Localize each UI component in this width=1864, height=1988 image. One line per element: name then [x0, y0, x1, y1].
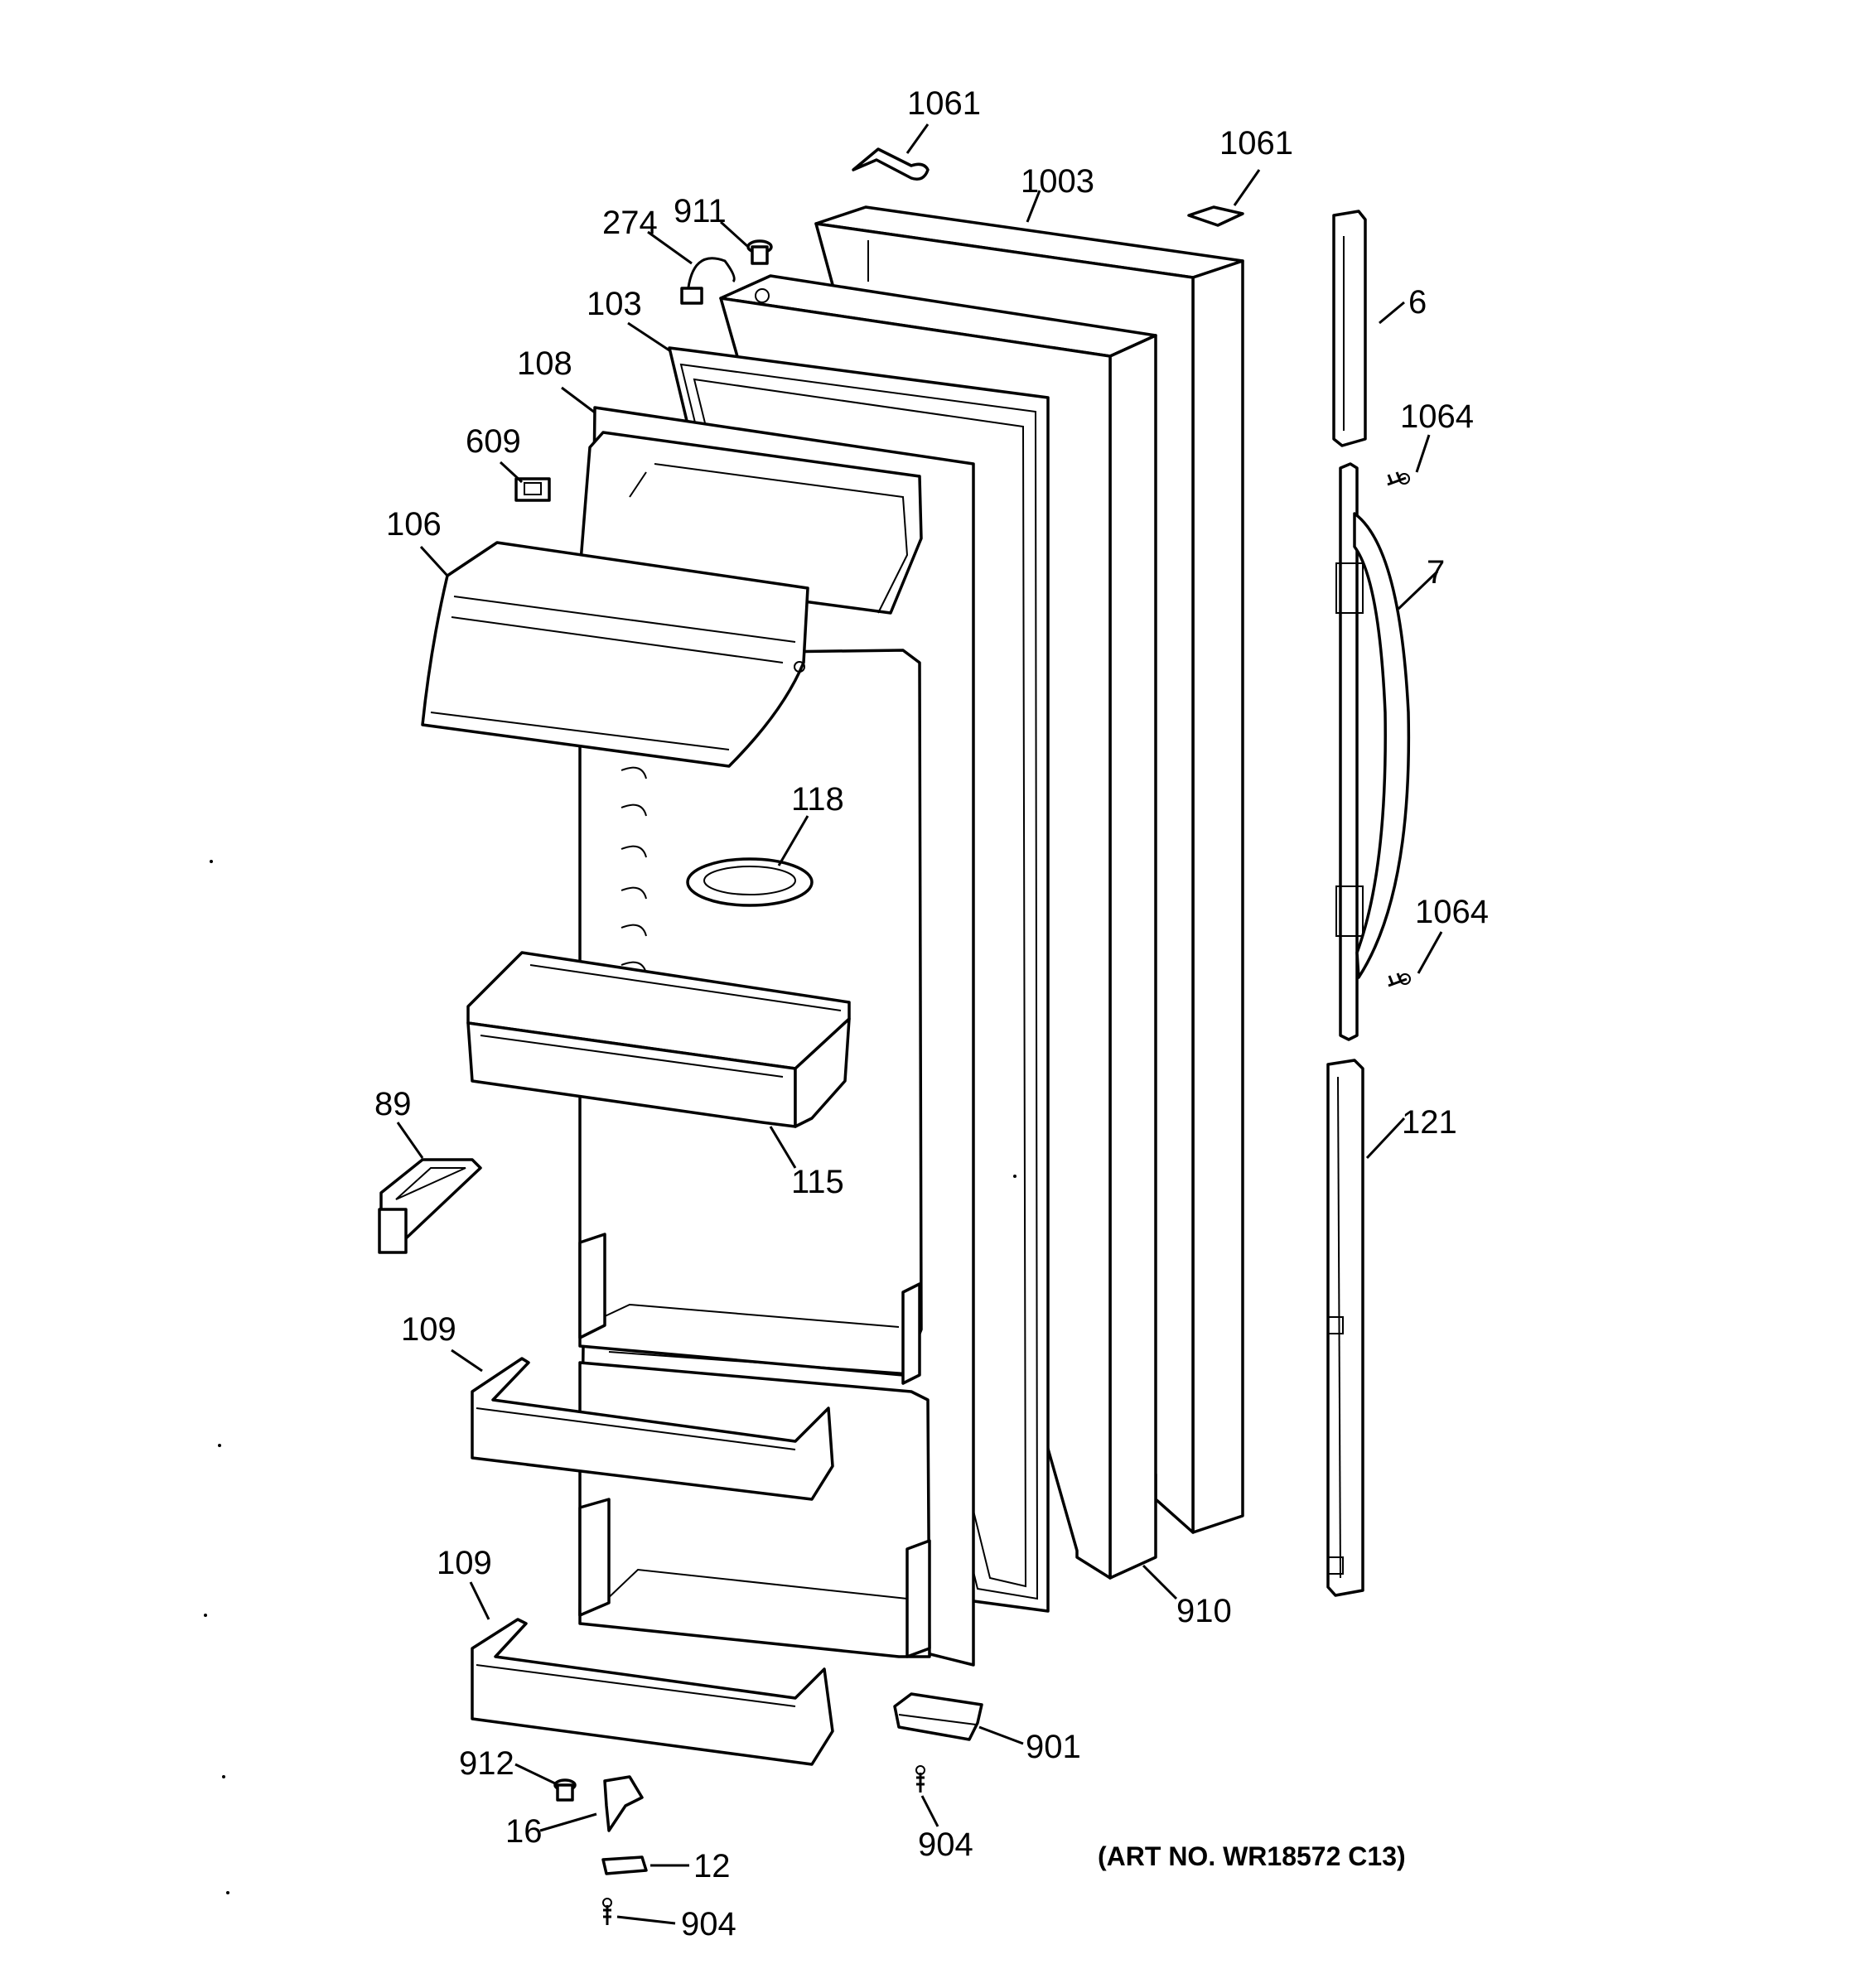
wire-harness-274 — [680, 257, 736, 305]
plug-912 — [553, 1778, 577, 1802]
callout-109-lower: 109 — [437, 1545, 492, 1581]
callout-109-upper: 109 — [401, 1311, 456, 1348]
callout-1061-right: 1061 — [1219, 125, 1293, 162]
shelf-bin-115 — [466, 951, 851, 1128]
hinge-bracket-12 — [601, 1855, 648, 1875]
light-module-89 — [378, 1158, 482, 1254]
handle-cap-6 — [1332, 210, 1367, 447]
callout-911: 911 — [674, 193, 727, 229]
callout-901: 901 — [1026, 1729, 1081, 1765]
art-number-label: (ART NO. WR18572 C13) — [1098, 1841, 1406, 1871]
callout-910: 910 — [1176, 1593, 1232, 1629]
callout-6: 6 — [1408, 284, 1427, 321]
callout-labels: 1061 1003 1061 911 274 103 108 609 106 6… — [374, 85, 1489, 1942]
callout-912: 912 — [459, 1745, 514, 1782]
callout-7: 7 — [1427, 554, 1445, 591]
callout-121: 121 — [1402, 1104, 1457, 1141]
callout-108: 108 — [517, 345, 572, 382]
door-bin-109-upper — [471, 1357, 834, 1501]
hinge-pin-1061-left — [852, 147, 930, 181]
screw-904-bottom — [602, 1898, 612, 1925]
door-handle-7 — [1335, 462, 1411, 1041]
plug-911 — [746, 239, 773, 265]
callout-1061-left: 1061 — [907, 85, 981, 122]
callout-118: 118 — [791, 781, 844, 818]
shelf-support-ribs — [621, 766, 647, 974]
egg-tray-118 — [686, 857, 814, 907]
callout-89: 89 — [374, 1086, 412, 1122]
dairy-compartment-106 — [421, 541, 809, 768]
screw-1064-upper — [1387, 471, 1410, 486]
callout-1064-lower: 1064 — [1415, 894, 1489, 930]
hinge-cover-901 — [893, 1692, 983, 1741]
callout-1003: 1003 — [1021, 163, 1094, 200]
screw-1064-lower — [1388, 972, 1411, 987]
callout-103: 103 — [587, 286, 642, 322]
callout-904-right: 904 — [918, 1826, 973, 1863]
callout-12: 12 — [693, 1848, 731, 1884]
hinge-cover-1061-right — [1187, 205, 1244, 227]
callout-274: 274 — [602, 205, 658, 241]
callout-904-bottom: 904 — [681, 1906, 736, 1942]
leader-lines — [396, 123, 1443, 1925]
bottom-hinge-16 — [603, 1775, 644, 1832]
callout-106: 106 — [386, 506, 442, 543]
callout-16: 16 — [505, 1813, 543, 1850]
callout-115: 115 — [791, 1164, 844, 1200]
screw-904-right — [915, 1765, 925, 1793]
callout-1064-upper: 1064 — [1400, 398, 1474, 435]
callout-609: 609 — [466, 423, 521, 460]
scan-dots — [204, 860, 1017, 1894]
door-bin-109-lower — [471, 1618, 834, 1766]
handle-trim-121 — [1326, 1059, 1364, 1597]
